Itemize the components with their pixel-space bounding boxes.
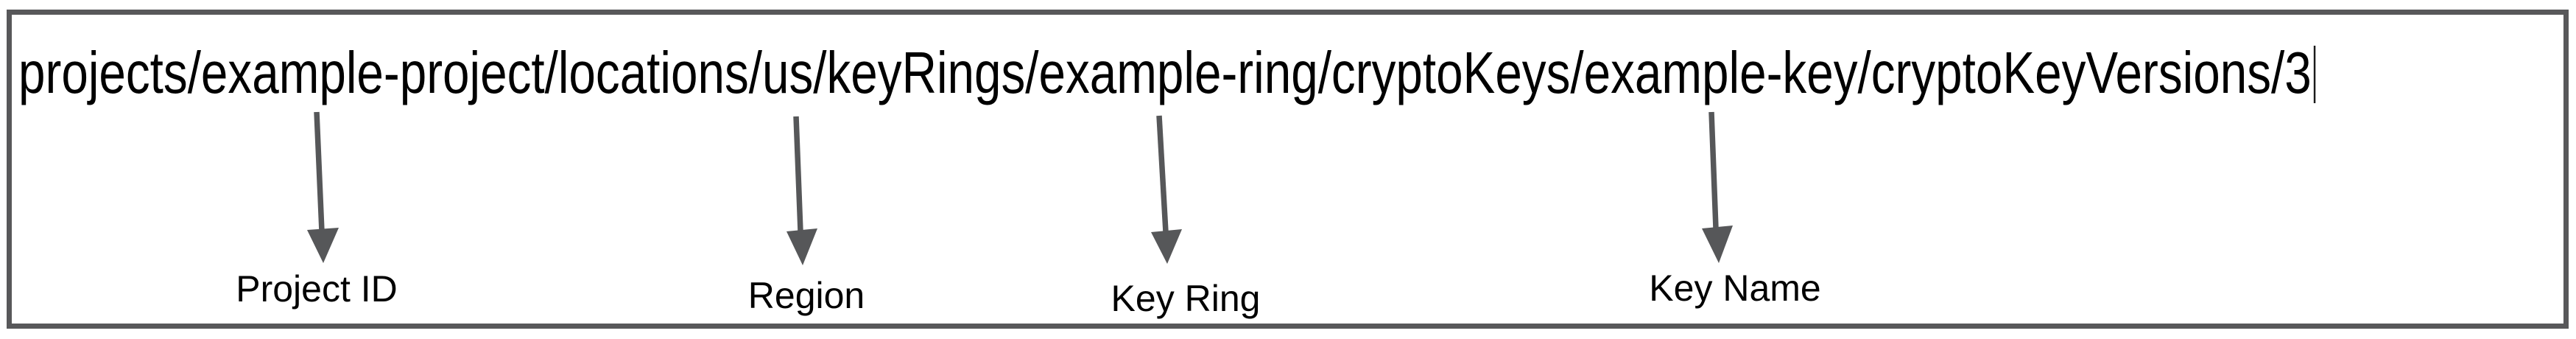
project-id-label: Project ID xyxy=(236,268,398,310)
resource-path-text: projects/example-project/locations/us/ke… xyxy=(18,40,2316,105)
resource-path-value: projects/example-project/locations/us/ke… xyxy=(18,40,2312,105)
key-ring-label: Key Ring xyxy=(1111,278,1261,319)
key-name-label: Key Name xyxy=(1649,268,1821,309)
text-cursor xyxy=(2314,46,2316,103)
region-label: Region xyxy=(747,275,865,316)
diagram-border-box xyxy=(7,10,2569,329)
